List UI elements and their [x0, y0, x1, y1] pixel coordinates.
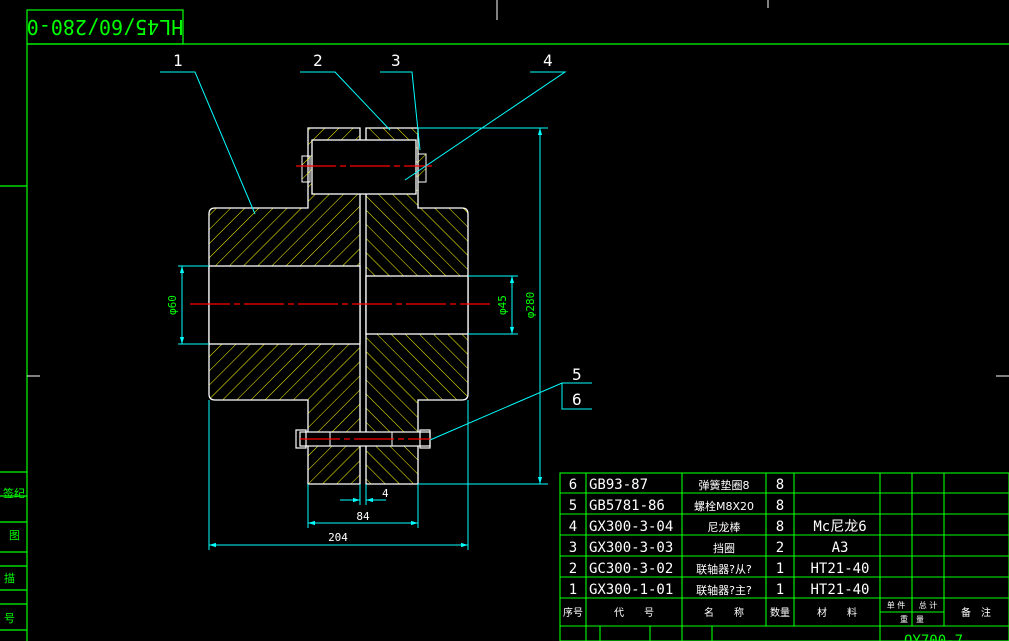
left-strip-label: 描 [4, 571, 15, 585]
balloon-numbers: 1 2 3 4 5 6 [173, 51, 582, 409]
balloon-3: 3 [391, 51, 401, 70]
balloon-1: 1 [173, 51, 183, 70]
retaining-ring-left [301, 155, 311, 183]
parts-cell-name: 挡圈 [713, 541, 735, 555]
dimensions [178, 127, 548, 550]
parts-cell-code: GC300-3-02 [589, 561, 673, 577]
parts-cell-qty: 8 [776, 477, 784, 493]
dim-hub: 84 [356, 510, 370, 523]
balloon-5: 5 [572, 365, 582, 384]
dim-total: 204 [328, 531, 348, 544]
header-total: 总 计 [919, 600, 938, 610]
parts-cell-name: 联轴器?从? [696, 562, 752, 576]
dimension-texts: φ60 φ45 φ280 4 84 204 [166, 292, 537, 544]
parts-cell-qty: 2 [776, 540, 784, 556]
parts-cell-name: 联轴器?主? [696, 583, 752, 597]
header-code: 代 号 [614, 607, 654, 619]
header-weight: 重 量 [900, 614, 924, 624]
parts-cell-material: HT21-40 [810, 582, 869, 598]
parts-cell-code: GX300-3-03 [589, 540, 673, 556]
parts-cell-qty: 8 [776, 519, 784, 535]
header-qty: 数量 [770, 606, 790, 619]
parts-cell-code: GX300-1-01 [589, 582, 673, 598]
dim-bore-right: φ45 [496, 295, 509, 315]
left-strip-label: 图 [9, 529, 20, 542]
right-bore [365, 275, 469, 335]
parts-cell-name: 尼龙棒 [708, 520, 741, 534]
balloon-4: 4 [543, 51, 553, 70]
coupling-section [190, 127, 490, 485]
parts-cell-no: 3 [569, 540, 577, 556]
parts-cell-name: 弹簧垫圈8 [699, 478, 750, 492]
parts-table-header: 序号 代 号 名 称 数量 材 料 单 件 总 计 重 量 备 注 [563, 600, 991, 624]
parts-cell-material: HT21-40 [810, 561, 869, 577]
drawing-frame [0, 43, 1009, 641]
left-strip-label: 签纪 [3, 486, 25, 500]
parts-cell-no: 1 [569, 582, 577, 598]
header-single: 单 件 [887, 600, 906, 610]
header-name: 名 称 [704, 606, 744, 619]
parts-cell-qty: 8 [776, 498, 784, 514]
sheet-ticks [27, 0, 1009, 377]
dim-outer: φ280 [524, 292, 537, 319]
header-remark: 备 注 [961, 606, 991, 619]
drawing-code-label: HL45/60/280-0 [27, 15, 184, 39]
parts-cell-no: 6 [569, 477, 577, 493]
parts-cell-material: A3 [832, 540, 849, 556]
corner-label: QY700-7 [904, 633, 963, 641]
header-material: 材 料 [817, 606, 857, 619]
left-strip: 签纪 图 描 号 [3, 486, 25, 625]
parts-cell-no: 2 [569, 561, 577, 577]
dim-gap: 4 [382, 487, 389, 500]
dim-bore-left: φ60 [166, 295, 179, 315]
parts-cell-code: GB93-87 [589, 477, 648, 493]
parts-cell-qty: 1 [776, 561, 784, 577]
parts-cell-no: 5 [569, 498, 577, 514]
balloon-2: 2 [313, 51, 323, 70]
left-strip-label: 号 [4, 612, 15, 625]
left-bore [208, 265, 361, 345]
balloon-leaders [160, 71, 592, 441]
parts-cell-code: GB5781-86 [589, 498, 665, 514]
center-lines [190, 165, 490, 440]
parts-cell-qty: 1 [776, 582, 784, 598]
balloon-6: 6 [572, 390, 582, 409]
parts-cell-material: Mc尼龙6 [813, 519, 866, 535]
drawing-code-box: HL45/60/280-0 [26, 9, 184, 45]
header-no: 序号 [563, 606, 583, 619]
nylon-pin [311, 139, 417, 195]
parts-cell-name: 螺栓M8X20 [694, 499, 754, 513]
parts-cell-no: 4 [569, 519, 577, 535]
parts-cell-code: GX300-3-04 [589, 519, 673, 535]
